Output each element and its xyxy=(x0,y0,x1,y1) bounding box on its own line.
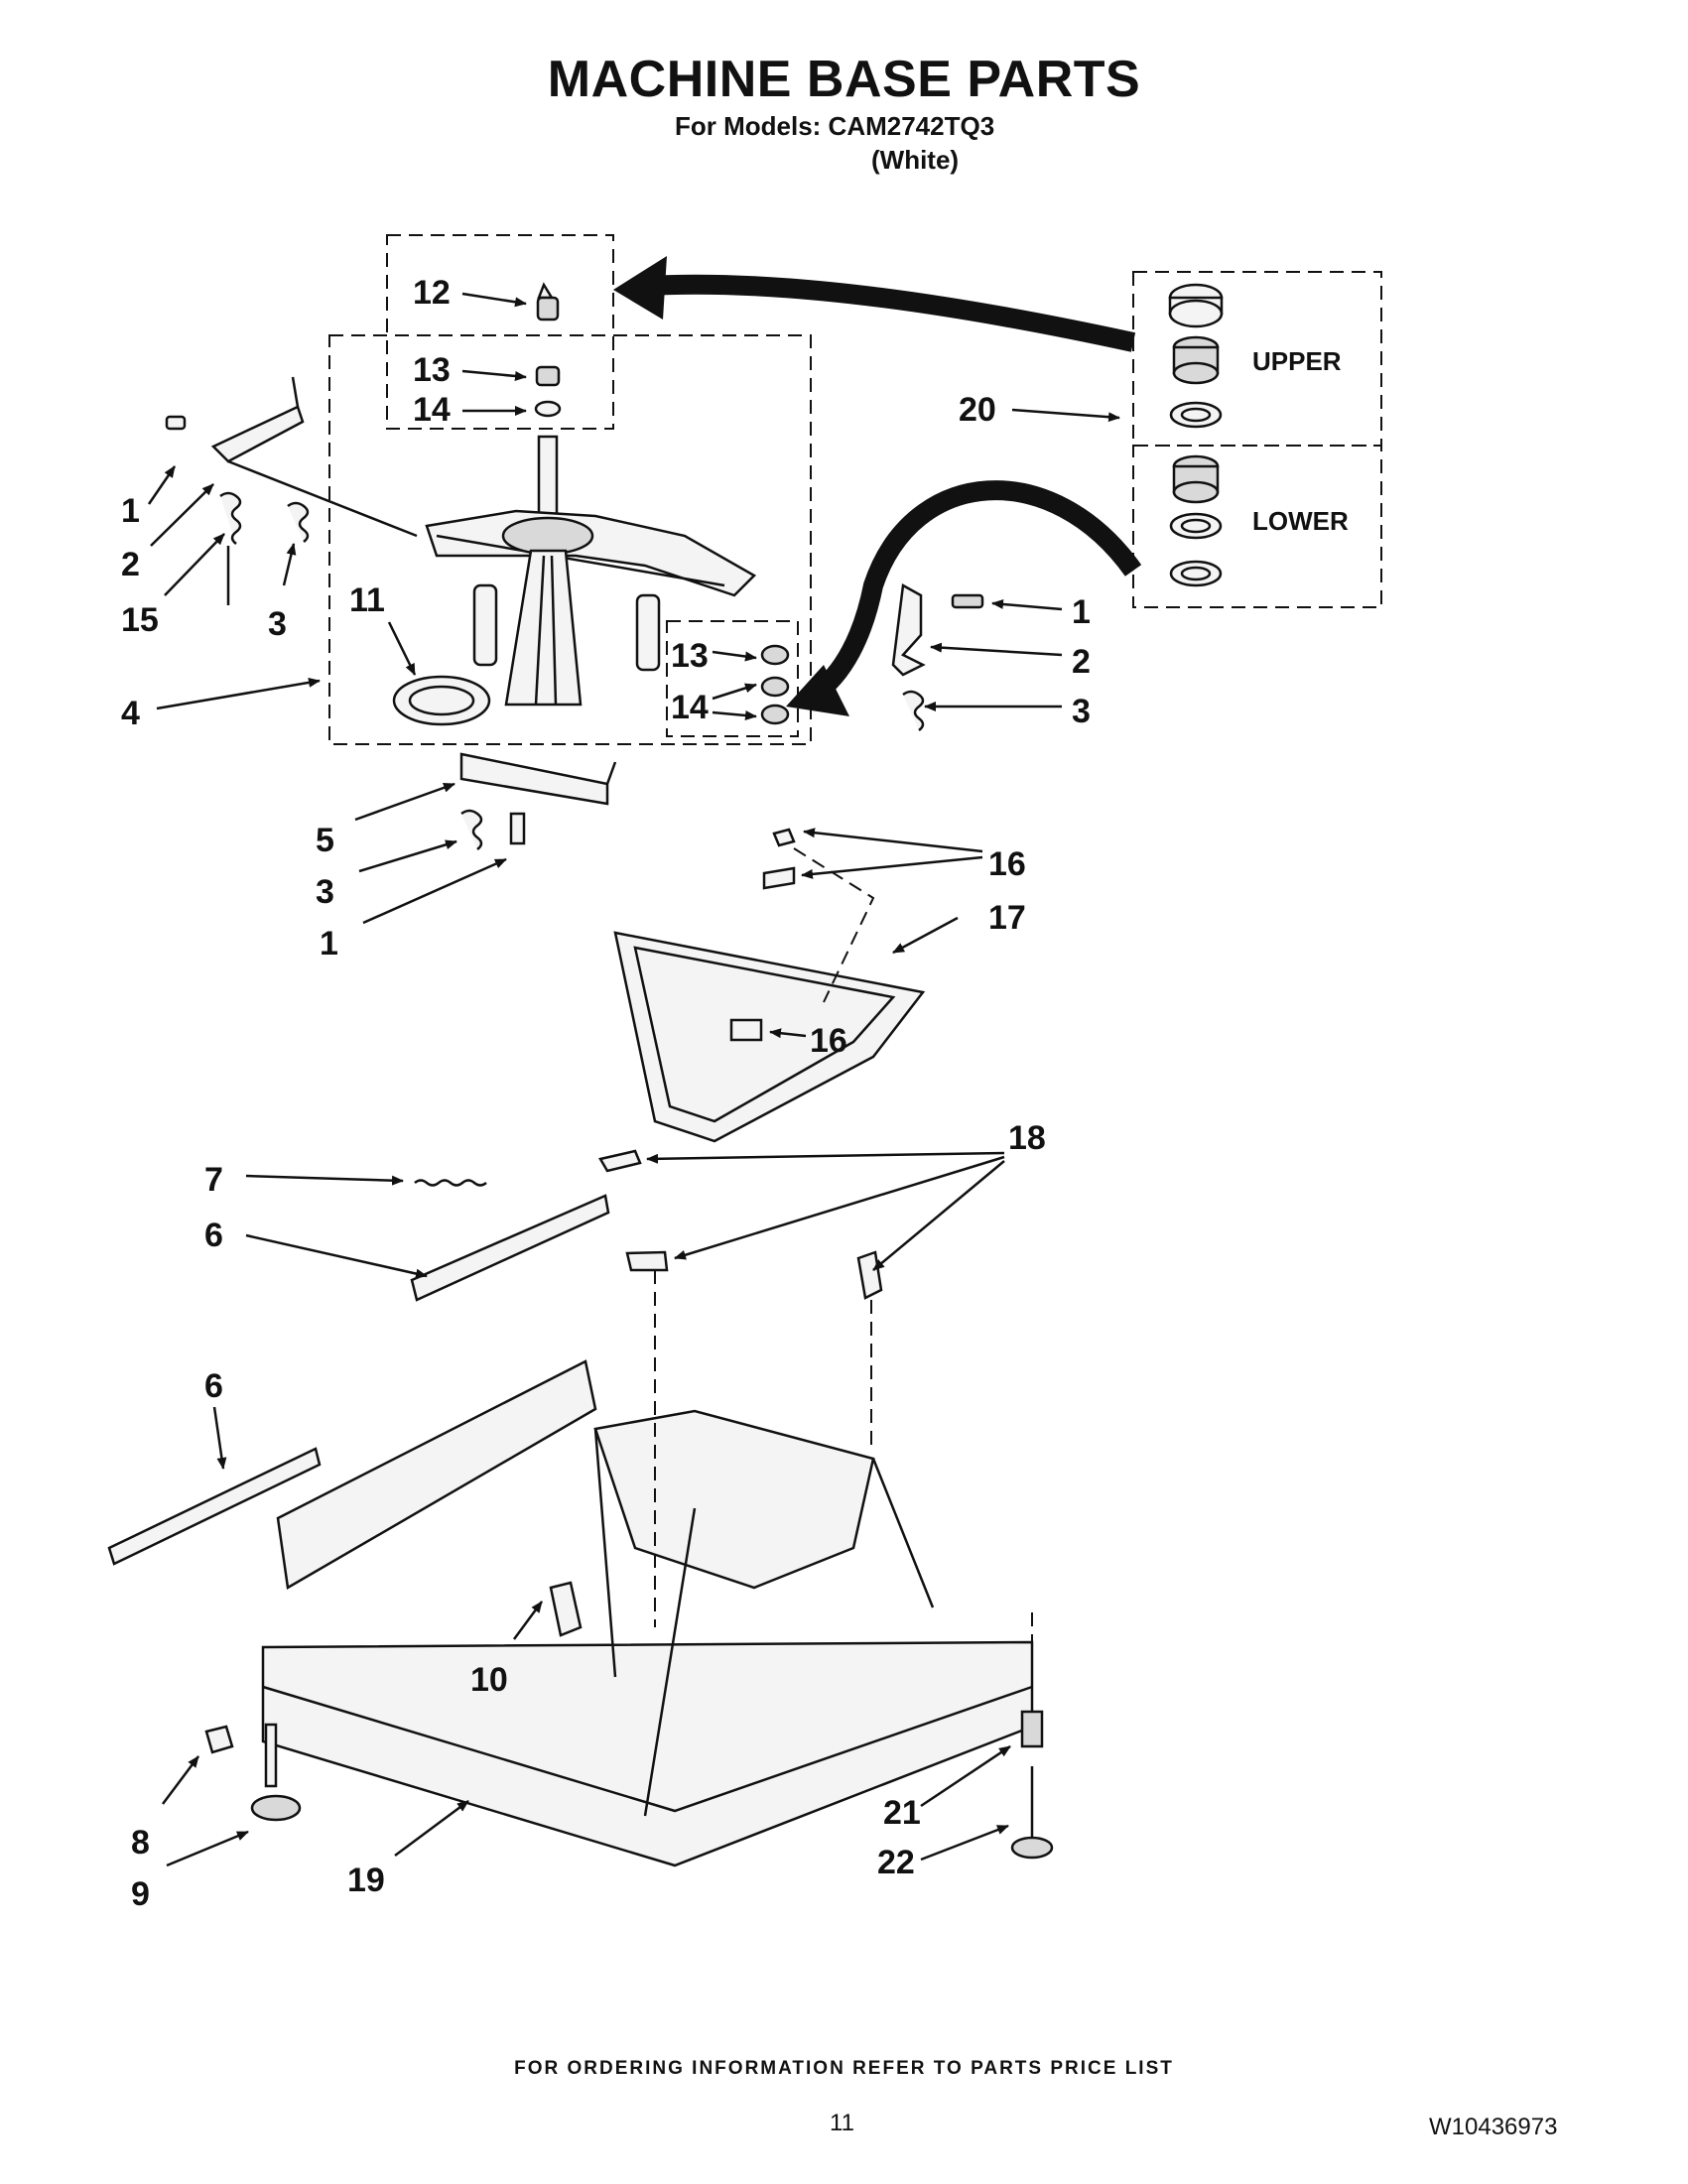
color-variant: (White) xyxy=(871,145,960,175)
callout-22: 22 xyxy=(877,1844,915,1881)
callout-6-upper: 6 xyxy=(204,1217,223,1254)
callout-8: 8 xyxy=(131,1824,150,1862)
callout-1-right: 1 xyxy=(1072,593,1091,631)
upper-bearing-parts xyxy=(1168,283,1224,429)
callout-21: 21 xyxy=(883,1794,921,1832)
callout-3-right: 3 xyxy=(1072,693,1091,730)
callout-10: 10 xyxy=(470,1661,508,1699)
lower-bracket xyxy=(459,752,617,850)
callout-6-lower: 6 xyxy=(204,1367,223,1405)
lower-kit-label: LOWER xyxy=(1252,506,1349,536)
callout-3-lower: 3 xyxy=(316,873,334,911)
callout-11: 11 xyxy=(349,581,385,619)
upper-kit-label: UPPER xyxy=(1252,346,1342,376)
callout-5: 5 xyxy=(316,822,334,859)
tub-support-frame xyxy=(613,828,926,1143)
lower-kit-arrow xyxy=(808,480,1142,704)
machine-base xyxy=(204,1270,1054,1867)
ordering-note: FOR ORDERING INFORMATION REFER TO PARTS … xyxy=(514,2058,1174,2079)
page-number: 11 xyxy=(830,2110,854,2136)
callout-9: 9 xyxy=(131,1875,150,1913)
top-bushing-box xyxy=(386,234,614,430)
document-number: W10436973 xyxy=(1429,2114,1558,2140)
upper-kit-arrow xyxy=(644,274,1136,352)
lower-bearing-parts xyxy=(1169,454,1223,587)
callout-13-top: 13 xyxy=(413,351,451,389)
callout-4: 4 xyxy=(121,695,140,732)
callout-20: 20 xyxy=(959,391,996,429)
callout-1-lower: 1 xyxy=(320,925,338,963)
suspension-assembly xyxy=(392,509,790,726)
callout-1-left: 1 xyxy=(121,492,140,530)
callout-3-left: 3 xyxy=(268,605,287,643)
suspension-assembly-box xyxy=(328,334,812,745)
bearing-kit-lower-box xyxy=(1132,445,1382,608)
callout-16-top: 16 xyxy=(988,845,1026,883)
callout-7: 7 xyxy=(204,1161,223,1199)
page-title: MACHINE BASE PARTS xyxy=(547,51,1141,108)
callout-15: 15 xyxy=(121,601,159,639)
models-subtitle: For Models: CAM2742TQ3 xyxy=(675,111,995,141)
callout-17: 17 xyxy=(988,899,1026,937)
upper-kit-arrow-head xyxy=(613,256,667,320)
right-bracket-springs xyxy=(891,583,984,731)
callout-2-left: 2 xyxy=(121,546,140,583)
callout-19: 19 xyxy=(347,1862,385,1899)
callout-12: 12 xyxy=(413,274,451,312)
callout-18: 18 xyxy=(1008,1119,1046,1157)
top-bushings xyxy=(534,282,562,528)
callout-14-top: 14 xyxy=(413,391,451,429)
clips-rods xyxy=(107,1149,883,1566)
callout-14-inset: 14 xyxy=(671,689,709,726)
left-bracket-springs xyxy=(165,376,418,605)
callout-16-frame: 16 xyxy=(810,1022,847,1060)
bearing-kit-upper-box xyxy=(1132,271,1382,447)
callout-2-right: 2 xyxy=(1072,643,1091,681)
bushing-inset-box xyxy=(666,620,799,737)
lower-kit-arrow-head xyxy=(786,665,849,716)
callout-13-inset: 13 xyxy=(671,637,709,675)
